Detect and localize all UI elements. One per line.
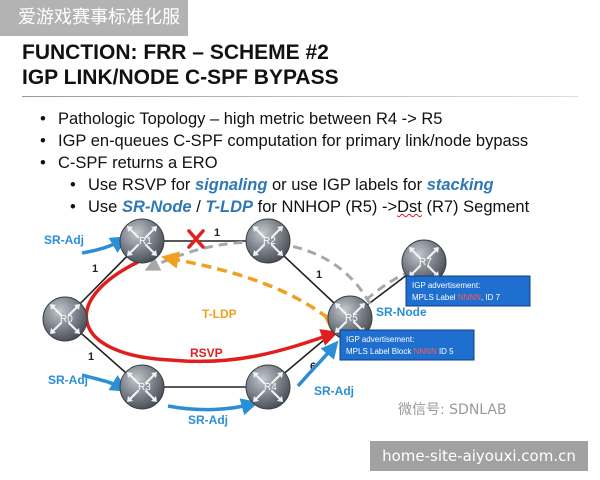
sub2-post: (R7) Segment: [421, 198, 530, 216]
sub-bullet-1: Use RSVP for signaling or use IGP labels…: [70, 174, 529, 196]
rsvp-path: [84, 260, 339, 364]
sr-adj-label-2: SR-Adj: [48, 373, 88, 387]
igp-ad-r7-value: NNNN: [458, 293, 481, 302]
igp-ad-r5-label: MPLS Label Block: [346, 347, 412, 356]
router-r0: R0: [41, 295, 89, 343]
bullet-2: IGP en-queues C-SPF computation for prim…: [40, 130, 529, 152]
sub2-highlight-sr-node: SR-Node: [121, 198, 192, 216]
sr-adj-label-4: SR-Adj: [314, 384, 354, 398]
sr-node-label: SR-Node: [376, 305, 427, 319]
igp-ad-r7-label: MPLS Label: [412, 293, 456, 302]
title-line-1: FUNCTION: FRR – SCHEME #2: [22, 41, 329, 64]
router-label-r1: R1: [139, 236, 152, 247]
sub2-pre: Use: [88, 198, 122, 216]
router-r4: R4: [244, 363, 292, 411]
sub1-highlight-stacking: stacking: [426, 176, 494, 194]
metric-r1-r2: 1: [214, 227, 220, 239]
sub-bullet-2: Use SR-Node / T-LDP for NNHOP (R5) ->Dst…: [70, 196, 529, 218]
sr-adj-arrow-r4-r5: [296, 340, 339, 388]
title-divider: [22, 96, 578, 97]
igp-ad-r5-title: IGP advertisement:: [346, 335, 414, 344]
igp-ad-r5-value: NNNN: [414, 347, 437, 356]
router-label-r2: R2: [263, 236, 276, 247]
router-label-r5: R5: [345, 313, 358, 324]
router-r5: R5: [326, 294, 374, 342]
igp-ad-r5-id: ID 5: [439, 347, 454, 356]
bullet-list: Pathologic Topology – high metric betwee…: [40, 108, 529, 218]
watermark-bottom: home-site-aiyouxi.com.cn: [370, 441, 588, 471]
sub1-mid: or use IGP labels for: [267, 176, 427, 194]
bullet-3: C-SPF returns a ERO: [40, 152, 529, 174]
sr-adj-arrow-r3-r4: [167, 398, 259, 416]
sr-adj-arrow-r0-r1: [81, 236, 129, 255]
igp-ad-r5-line: MPLS Label Block NNNN ID 5: [346, 347, 454, 356]
metric-r2-r5: 1: [316, 269, 322, 281]
failure-x-icon: [187, 229, 205, 249]
router-r7: R7: [400, 238, 448, 286]
router-r2: R2: [244, 217, 292, 265]
sr-adj-label-1: SR-Adj: [44, 233, 84, 247]
igp-ad-r5-box: [339, 329, 475, 361]
igp-ad-r7-id: ID 7: [485, 293, 500, 302]
sub1-highlight-signaling: signaling: [194, 176, 268, 194]
igp-ad-r5: IGP advertisement: MPLS Label Block NNNN…: [339, 329, 475, 361]
slide-title: FUNCTION: FRR – SCHEME #2 IGP LINK/NODE …: [22, 40, 339, 90]
tldp-label: T-LDP: [202, 307, 237, 321]
sr-adj-label-3: SR-Adj: [188, 413, 228, 427]
router-r3: R3: [118, 363, 166, 411]
title-line-2: IGP LINK/NODE C-SPF BYPASS: [22, 66, 339, 89]
bullet-1: Pathologic Topology – high metric betwee…: [40, 108, 529, 130]
sub2-mid: for NNHOP (R5) ->: [253, 198, 398, 216]
router-label-r0: R0: [60, 314, 73, 325]
sr-adj-arrow-r0-r3: [81, 373, 129, 392]
sub2-sep: /: [191, 198, 206, 216]
metric-r0-r3: 1: [88, 351, 94, 363]
igp-ad-r7: IGP advertisement: MPLS Label NNNN, ID 7: [405, 275, 531, 307]
sub2-highlight-t-ldp: T-LDP: [205, 198, 254, 216]
igp-ad-r7-box: [405, 275, 531, 307]
router-label-r7: R7: [419, 257, 432, 268]
router-r1: R1: [118, 217, 166, 265]
rsvp-label: RSVP: [190, 346, 223, 360]
watermark-wechat: 微信号: SDNLAB: [398, 402, 507, 418]
metric-r0-r1: 1: [92, 263, 98, 275]
sub1-pre: Use RSVP for: [88, 176, 195, 194]
sub2-dst: Dst: [397, 198, 422, 216]
igp-ad-r7-line: MPLS Label NNNN, ID 7: [412, 293, 501, 302]
igp-ad-r7-title: IGP advertisement:: [412, 281, 480, 290]
watermark-top: 爱游戏赛事标准化服务: [0, 0, 188, 64]
router-label-r3: R3: [138, 382, 151, 393]
tldp-path: [161, 251, 342, 332]
router-label-r4: R4: [264, 382, 277, 393]
